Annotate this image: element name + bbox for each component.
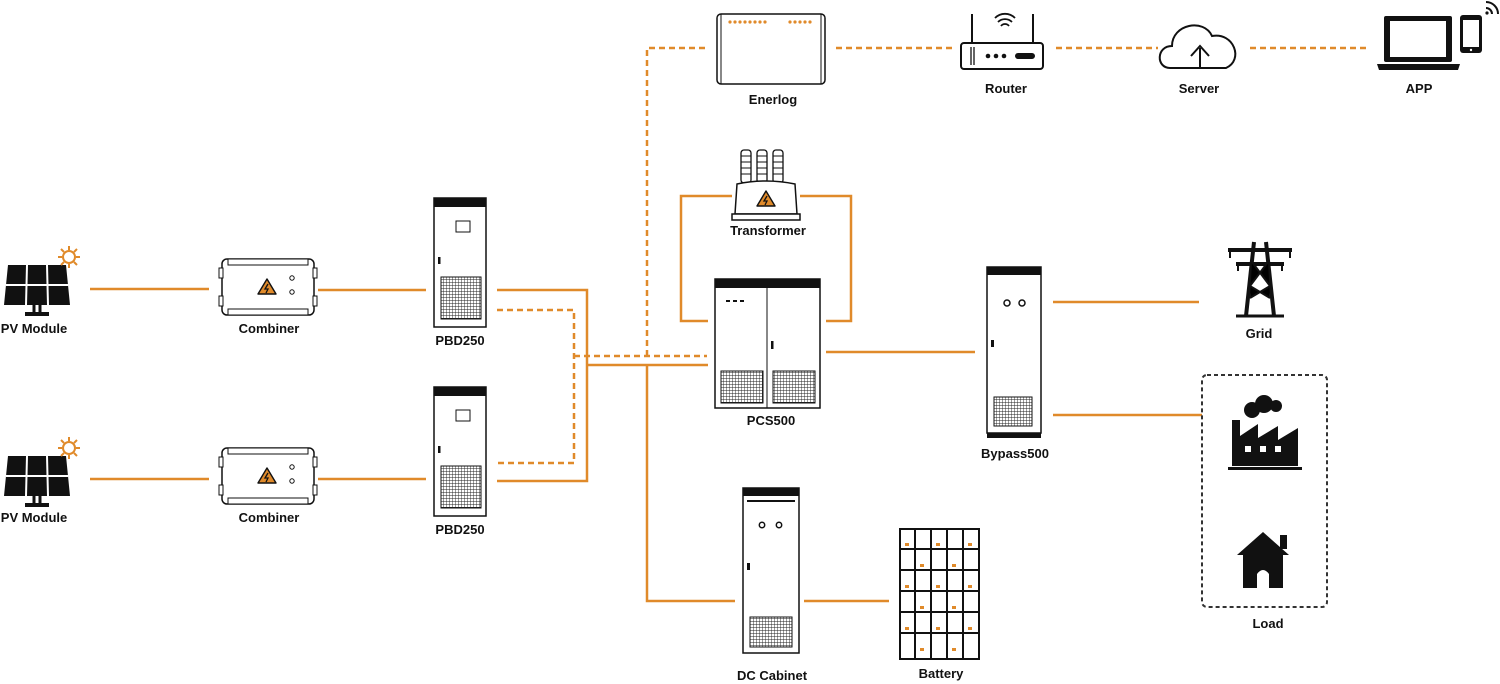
pv-module-2-icon: [2, 435, 82, 509]
laptop-phone-icon: [1377, 1, 1499, 70]
combiner-2-icon: [219, 448, 317, 504]
enerlog-icon: [716, 13, 826, 85]
pbd250-1-label: PBD250: [435, 333, 485, 348]
app-label: APP: [1405, 81, 1433, 96]
factory-icon: [1228, 395, 1302, 470]
combiner-1-icon: [219, 259, 317, 315]
combiner-2-label: Combiner: [238, 510, 300, 525]
battery-rack-icon: [899, 528, 980, 660]
router-icon: [960, 12, 1044, 70]
pbd250-2-label: PBD250: [435, 522, 485, 537]
load-group-box: [1201, 374, 1328, 608]
house-icon: [1237, 532, 1289, 588]
bypass500-label: Bypass500: [981, 446, 1049, 461]
router-label: Router: [985, 81, 1027, 96]
pv-module-1-icon: [2, 244, 82, 318]
pbd250-1-icon: [433, 197, 487, 328]
transformer-label: Transformer: [730, 223, 806, 238]
pcs500-label: PCS500: [746, 413, 796, 428]
dc-cabinet-icon: [742, 487, 800, 654]
bypass500-icon: [986, 266, 1042, 438]
combiner-1-label: Combiner: [238, 321, 300, 336]
battery-label: Battery: [918, 666, 964, 681]
pcs500-icon: [714, 278, 821, 409]
pv-module-1-label: PV Module: [0, 321, 68, 336]
grid-label: Grid: [1245, 326, 1273, 341]
dc-cabinet-label: DC Cabinet: [736, 668, 808, 683]
transformer-icon: [731, 149, 801, 221]
power-lines: [90, 194, 1202, 603]
load-label: Load: [1252, 616, 1284, 631]
grid-tower-icon: [1228, 241, 1292, 318]
enerlog-label: Enerlog: [748, 92, 798, 107]
pv-module-2-label: PV Module: [0, 510, 68, 525]
server-label: Server: [1178, 81, 1220, 96]
comm-lines: [497, 46, 1366, 465]
cloud-icon: [1158, 24, 1237, 69]
pbd250-2-icon: [433, 386, 487, 517]
